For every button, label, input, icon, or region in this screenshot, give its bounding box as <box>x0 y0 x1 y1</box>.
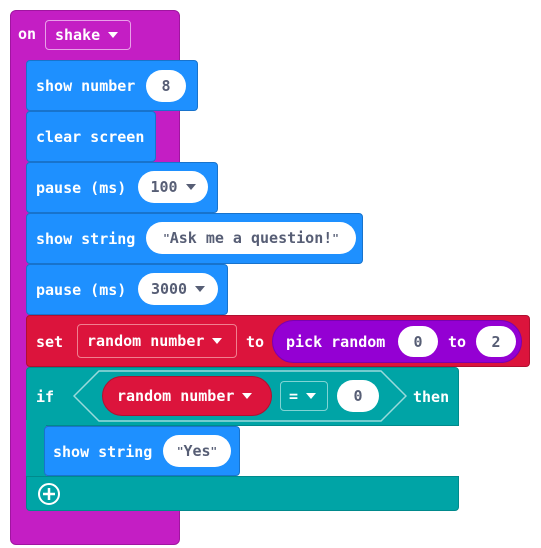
set-to-label: to <box>246 333 265 351</box>
triangle-down-icon <box>212 338 223 344</box>
then-label: then <box>413 388 450 406</box>
show-string-value-1[interactable]: "Ask me a question!" <box>146 222 356 254</box>
triangle-down-icon <box>185 184 196 190</box>
triangle-down-icon <box>306 393 317 399</box>
show-string-value-2[interactable]: "Yes" <box>163 435 231 467</box>
if-label: if <box>36 388 55 406</box>
shake-dropdown[interactable]: shake <box>45 20 131 50</box>
on-label: on <box>18 25 37 43</box>
set-variable-dropdown[interactable]: random number <box>77 324 237 358</box>
pick-random-max[interactable]: 2 <box>476 326 516 357</box>
set-label: set <box>36 333 64 351</box>
clear-screen-label: clear screen <box>36 128 145 146</box>
pause-value-dropdown-2[interactable]: 3000 <box>138 273 218 305</box>
pick-random-label: pick random <box>286 333 386 351</box>
pause-value-dropdown-1[interactable]: 100 <box>138 171 208 203</box>
compare-variable-pill[interactable]: random number <box>102 376 272 416</box>
show-number-value[interactable]: 8 <box>146 70 186 102</box>
pick-random-min[interactable]: 0 <box>398 326 438 357</box>
triangle-down-icon <box>108 32 119 38</box>
compare-value[interactable]: 0 <box>337 380 379 412</box>
clear-screen-block[interactable] <box>26 111 156 162</box>
show-string-label-1: show string <box>36 230 136 248</box>
if-block-arm <box>26 420 46 486</box>
plus-circle-icon[interactable] <box>37 482 61 506</box>
show-number-label: show number <box>36 77 136 95</box>
if-block-bottom[interactable] <box>26 476 459 511</box>
triangle-down-icon <box>195 286 206 292</box>
pick-random-to-label: to <box>448 333 467 351</box>
show-string-label-2: show string <box>53 443 153 461</box>
pause-label-2: pause (ms) <box>36 281 127 299</box>
operator-dropdown[interactable]: = <box>280 381 328 411</box>
pause-label-1: pause (ms) <box>36 179 127 197</box>
triangle-down-icon <box>242 393 253 399</box>
